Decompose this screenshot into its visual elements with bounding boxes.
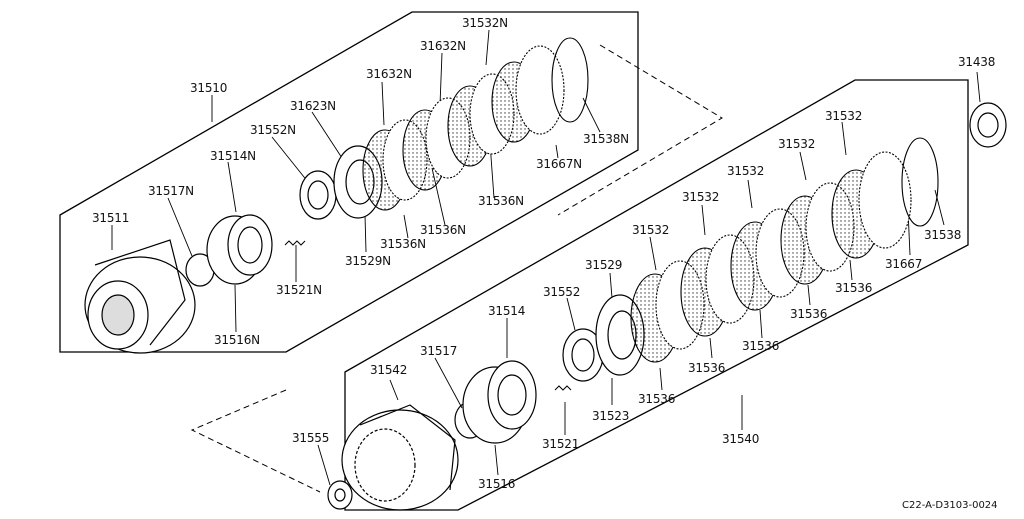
part-label: 31532 (727, 164, 765, 178)
projection-line-lower (190, 389, 321, 493)
part-label: 31521N (276, 283, 322, 297)
part-label: 31517N (148, 184, 194, 198)
upper-clutch-plates (362, 37, 589, 211)
part-label: 31536N (380, 237, 426, 251)
part-label: 31536 (742, 339, 780, 353)
figure-code: C22-A-D3103-0024 (902, 500, 998, 511)
part-label: 31532 (682, 190, 720, 204)
part-label: 31536 (790, 307, 828, 321)
part-label: 31516 (478, 477, 516, 491)
part-label: 31536 (688, 361, 726, 375)
part-label: 31536N (420, 223, 466, 237)
part-label: 31667N (536, 157, 582, 171)
lower-seal (562, 328, 604, 382)
upper-spring (284, 240, 306, 246)
lower-piston (462, 360, 537, 444)
part-label: 31532 (632, 223, 670, 237)
part-label: 31538N (583, 132, 629, 146)
part-label: 31667 (885, 257, 923, 271)
lower-drum (341, 404, 459, 511)
lower-assembly-frame (344, 79, 969, 511)
part-label: 31536 (835, 281, 873, 295)
lower-clutch-plates (630, 137, 939, 363)
part-label: 31532 (778, 137, 816, 151)
part-label: 31552N (250, 123, 296, 137)
part-label: 31532 (825, 109, 863, 123)
bearing-31555 (327, 480, 353, 510)
upper-seal (299, 170, 337, 220)
part-label: 31540 (722, 432, 760, 446)
part-label: 31438 (958, 55, 996, 69)
part-label: 31555 (292, 431, 330, 445)
part-label: 31536 (638, 392, 676, 406)
part-label: 31521 (542, 437, 580, 451)
projection-line-upper (557, 44, 723, 216)
upper-drum (84, 239, 196, 354)
part-label: 31623N (290, 99, 336, 113)
part-label: 31516N (214, 333, 260, 347)
thrust-washer-31438 (969, 102, 1007, 148)
part-label: 31538 (924, 228, 962, 242)
part-label: 31532N (462, 16, 508, 30)
part-label: 31632N (420, 39, 466, 53)
part-label: 31542 (370, 363, 408, 377)
lower-spring (554, 385, 572, 391)
part-label: 31510 (190, 81, 228, 95)
upper-assembly-frame (59, 11, 639, 353)
part-label: 31529 (585, 258, 623, 272)
part-label: 31523 (592, 409, 630, 423)
upper-piston (206, 214, 273, 285)
part-label: 31517 (420, 344, 458, 358)
part-label: 31529N (345, 254, 391, 268)
part-label: 31632N (366, 67, 412, 81)
part-label: 31514N (210, 149, 256, 163)
part-label: 31514 (488, 304, 526, 318)
part-label: 31536N (478, 194, 524, 208)
part-label: 31552 (543, 285, 581, 299)
part-label: 31511 (92, 211, 130, 225)
